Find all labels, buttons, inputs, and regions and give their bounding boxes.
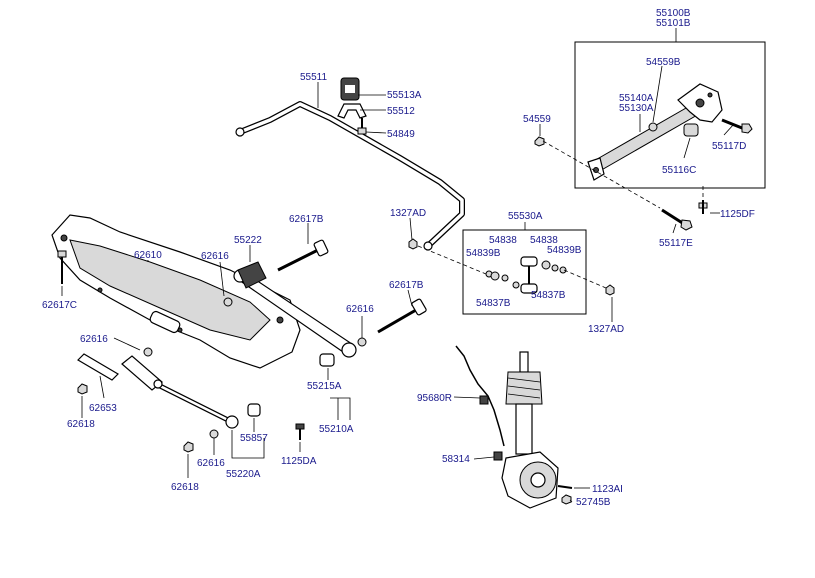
- label-62617c: 62617C: [42, 300, 77, 311]
- label-54837b-b: 54837B: [531, 290, 566, 301]
- label-54839b-b: 54839B: [547, 245, 582, 256]
- bolt-55117d: [721, 118, 753, 134]
- label-62616-c: 62616: [80, 334, 108, 345]
- label-55530a: 55530A: [508, 211, 543, 222]
- label-1125df: 1125DF: [720, 209, 755, 220]
- stabilizer-link-box: [462, 229, 587, 315]
- bolt-62617b-top: [277, 239, 329, 272]
- sensor-wire-95680r: [455, 345, 505, 447]
- nuts-62616: [143, 297, 367, 439]
- trailing-arm-assembly-box: [574, 41, 766, 189]
- label-54838-b: 54838: [530, 235, 558, 246]
- label-62618-b: 62618: [171, 482, 199, 493]
- stabilizer-bar: [235, 101, 465, 251]
- label-1125da: 1125DA: [281, 456, 317, 467]
- label-62610: 62610: [134, 250, 162, 261]
- label-1327ad-bottom: 1327AD: [588, 324, 624, 335]
- bolt-1125da: [295, 423, 305, 440]
- label-55215a: 55215A: [307, 381, 342, 392]
- label-54849: 54849: [387, 129, 415, 140]
- bushing-55215a: [319, 353, 335, 367]
- label-62617b-top: 62617B: [289, 214, 324, 225]
- label-55140a: 55140A: [619, 93, 654, 104]
- label-55513a: 55513A: [387, 90, 422, 101]
- bushing-55857: [247, 403, 261, 417]
- trailing-arm: [587, 83, 723, 181]
- bolt-1125df: [698, 200, 708, 214]
- label-1327ad-top: 1327AD: [390, 208, 426, 219]
- label-62616-b: 62616: [346, 304, 374, 315]
- bracket-55222: [237, 261, 267, 289]
- label-54837b-a: 54837B: [476, 298, 511, 309]
- bushing-55513a: [340, 77, 360, 101]
- label-55512: 55512: [387, 106, 415, 117]
- label-55220a: 55220A: [226, 469, 261, 480]
- lower-arm-55220a: [121, 355, 239, 429]
- label-62653: 62653: [89, 403, 117, 414]
- label-54559: 54559: [523, 114, 551, 125]
- label-62618-a: 62618: [67, 419, 95, 430]
- label-55100b: 55100B: [656, 8, 691, 19]
- bolt-58314: [493, 451, 503, 461]
- bolt-54849: [357, 118, 367, 135]
- label-55222: 55222: [234, 235, 262, 246]
- label-62616-d: 62616: [197, 458, 225, 469]
- bolt-62617c: [57, 250, 67, 284]
- bolts-62618: [77, 383, 194, 453]
- label-54559b: 54559B: [646, 57, 681, 68]
- label-55210a: 55210A: [319, 424, 354, 435]
- washers-54838-54839b-54837b: [485, 260, 567, 289]
- bolt-55117e: [661, 208, 693, 231]
- nut-54559: [534, 136, 545, 147]
- bolt-1123ai: [557, 485, 573, 489]
- label-55116c: 55116C: [662, 165, 696, 176]
- bracket-55512: [337, 103, 367, 119]
- label-62616-a: 62616: [201, 251, 229, 262]
- label-1123ai: 1123AI: [592, 484, 623, 495]
- nut-52745b: [561, 494, 572, 505]
- crossmember-62610: [51, 214, 301, 369]
- lateral-arm-55210a: [233, 269, 357, 358]
- bolt-62617b-mid: [377, 298, 427, 334]
- leader-lines: [61, 28, 735, 503]
- label-54839b-a: 54839B: [466, 248, 501, 259]
- label-55130a: 55130A: [619, 103, 654, 114]
- label-95680r: 95680R: [417, 393, 452, 404]
- label-55117d: 55117D: [712, 141, 746, 152]
- label-55511: 55511: [300, 72, 328, 83]
- nut-54559b: [648, 122, 658, 132]
- label-55117e: 55117E: [659, 238, 693, 249]
- nut-1327ad-bottom: [605, 284, 615, 296]
- label-62617b-mid: 62617B: [389, 280, 424, 291]
- label-58314: 58314: [442, 454, 470, 465]
- strut-assembly: [501, 351, 559, 509]
- label-52745b: 52745B: [576, 497, 611, 508]
- nut-1327ad-top: [408, 238, 418, 250]
- label-55857: 55857: [240, 433, 268, 444]
- plate-62653: [77, 353, 119, 381]
- label-54838-a: 54838: [489, 235, 517, 246]
- stabilizer-link: [520, 256, 538, 294]
- label-55101b: 55101B: [656, 18, 691, 29]
- bushing-55116c: [683, 123, 699, 137]
